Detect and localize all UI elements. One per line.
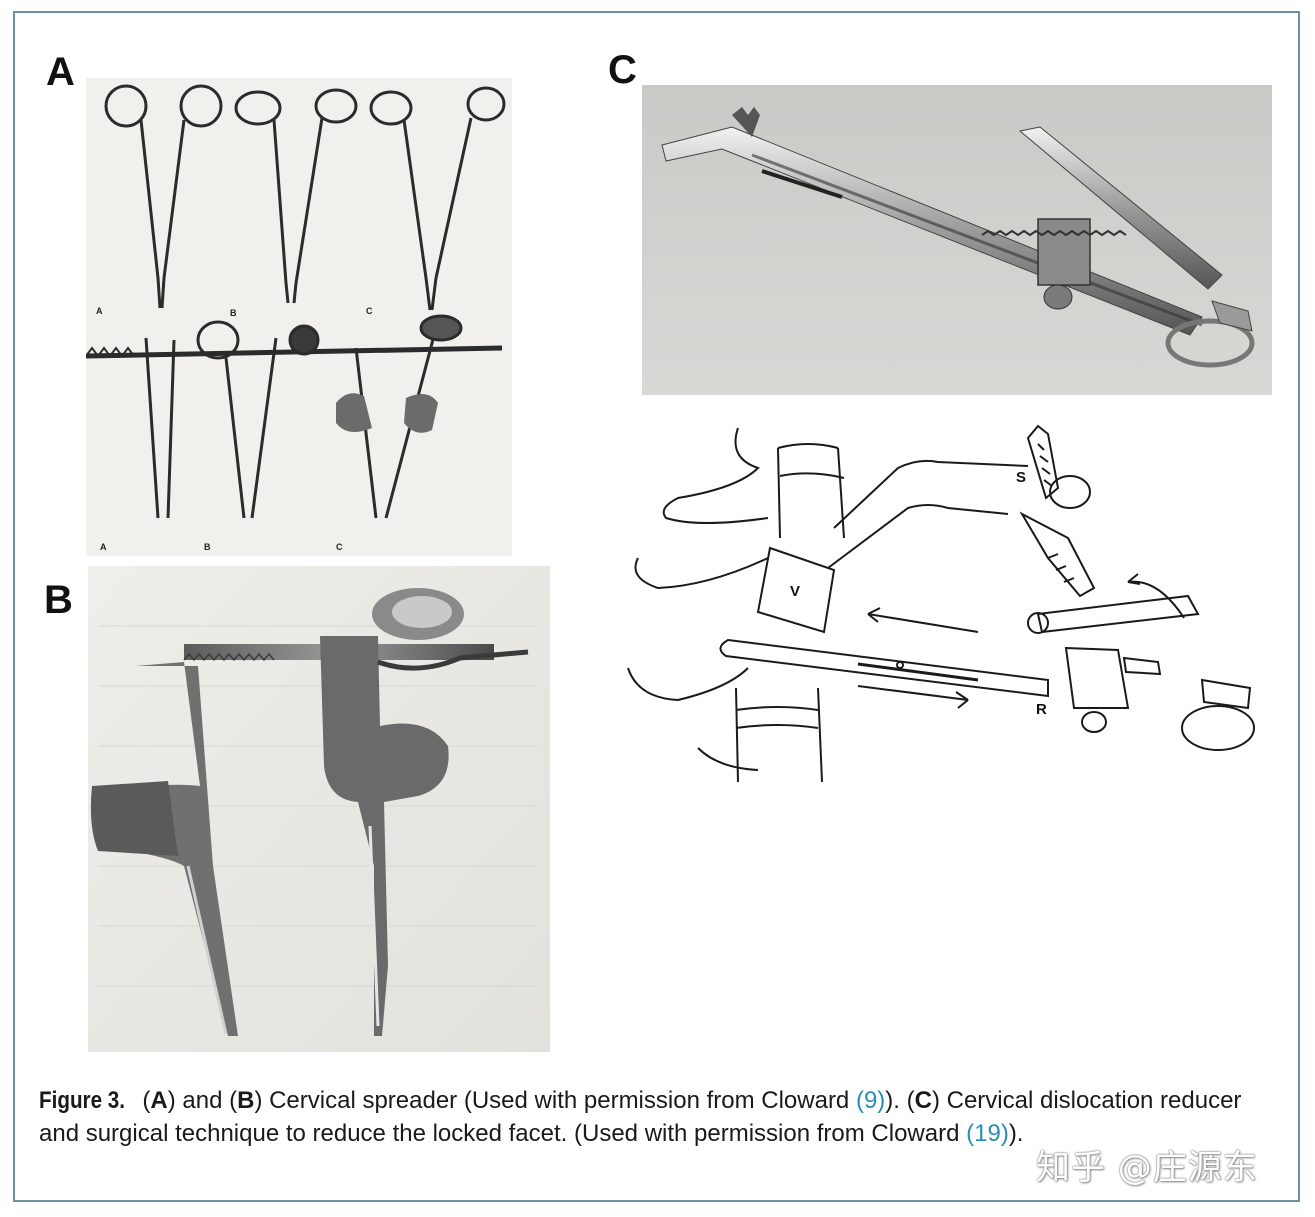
panel-label-a: A bbox=[46, 50, 75, 94]
panel-a-sublabel-top-b: B bbox=[230, 308, 237, 318]
caption-text: ) Cervical spreader (Used with permissio… bbox=[254, 1087, 856, 1114]
zhihu-watermark: 知乎 @庄源东 bbox=[1036, 1148, 1258, 1188]
caption-text: ) Cervical dislocation reducer and surgi… bbox=[39, 1087, 1242, 1147]
caption-text: ( bbox=[142, 1087, 151, 1114]
panel-a-instruments-photo: A B C A B C bbox=[86, 78, 512, 556]
figure-number: Figure 3. bbox=[39, 1087, 126, 1114]
caption-panel-ref-b: B bbox=[237, 1087, 255, 1114]
caption-panel-ref-c: C bbox=[914, 1087, 932, 1114]
panel-b-spreader-photo bbox=[88, 566, 550, 1052]
panel-a-sublabel-bottom-a: A bbox=[100, 542, 107, 552]
citation-link-19[interactable]: (19) bbox=[966, 1120, 1009, 1147]
diagram-label-r: R bbox=[1036, 701, 1047, 718]
citation-link-9[interactable]: (9) bbox=[855, 1087, 886, 1114]
panel-c-reducer-photo bbox=[642, 85, 1272, 395]
diagram-label-s: S bbox=[1016, 469, 1026, 486]
panel-label-c: C bbox=[608, 48, 637, 92]
panel-a-sublabel-top-a: A bbox=[96, 306, 103, 316]
diagram-label-v: V bbox=[790, 583, 800, 600]
panel-a-sublabel-bottom-b: B bbox=[204, 542, 211, 552]
caption-text: ). bbox=[1008, 1120, 1024, 1147]
caption-panel-ref-a: A bbox=[150, 1087, 168, 1114]
caption-text: ) and ( bbox=[167, 1087, 238, 1114]
panel-a-sublabel-top-c: C bbox=[366, 306, 373, 316]
caption-text: ). ( bbox=[885, 1087, 915, 1114]
panel-label-b: B bbox=[44, 578, 73, 622]
panel-c-technique-diagram: S V R bbox=[618, 418, 1268, 782]
panel-a-sublabel-bottom-c: C bbox=[336, 542, 343, 552]
figure-caption: Figure 3. (A) and (B) Cervical spreader … bbox=[39, 1084, 1259, 1150]
